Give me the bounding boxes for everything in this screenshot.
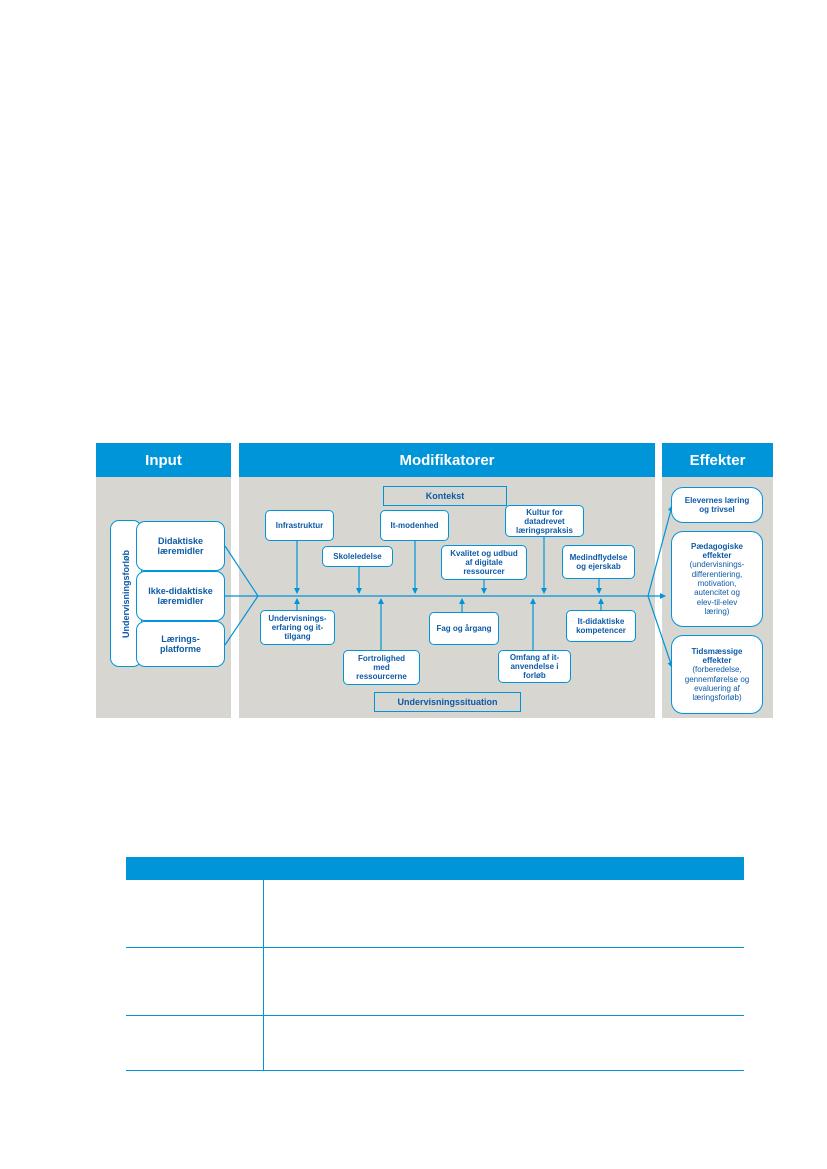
input-non-didactic: Ikke-didaktiske læremidler [136, 571, 225, 621]
input-group-label: Undervisningsforløb [121, 549, 131, 638]
modifier-it-modenhed: It-modenhed [380, 510, 449, 541]
modifier-kultur: Kultur for datadrevet læringspraksis [505, 505, 584, 537]
effect-learning-wellbeing: Elevernes læring og trivsel [671, 487, 763, 523]
table-row [126, 880, 744, 948]
modifier-omfang: Omfang af it- anvendelse i forløb [498, 650, 571, 683]
table-header-row [126, 857, 744, 880]
context-label: Kontekst [383, 486, 507, 506]
input-header: Input [96, 443, 231, 477]
table-row [126, 947, 744, 1016]
effect-pedagogical: Pædagogiske effekter (undervisnings- dif… [671, 531, 763, 627]
modifier-kvalitet: Kvalitet og udbud af digitale ressourcer [441, 545, 527, 580]
modifiers-header: Modifikatorer [239, 443, 655, 477]
effect-title: Pædagogiske effekter [690, 541, 743, 561]
effect-time: Tidsmæssige effekter (forberedelse, genn… [671, 635, 763, 714]
modifier-infrastruktur: Infrastruktur [265, 510, 334, 541]
modifier-undervisningserfaring: Undervisnings- erfaring og it- tilgang [260, 610, 335, 645]
situation-label: Undervisningssituation [374, 692, 521, 712]
modifier-medindflydelse: Medindflydelse og ejerskab [562, 545, 635, 579]
effect-title: Tidsmæssige effekter [691, 646, 743, 665]
modifier-fortrolighed: Fortrolighed med ressourcerne [343, 650, 420, 685]
effect-title: Elevernes læring og trivsel [684, 495, 750, 514]
modifier-it-didaktiske: It-didaktiske kompetencer [566, 610, 636, 642]
effect-detail: (undervisnings- differentiering, motivat… [689, 560, 745, 616]
input-didactic: Didaktiske læremidler [136, 521, 225, 571]
effects-header: Effekter [662, 443, 773, 477]
effect-detail: (forberedelse, gennemførelse og evalueri… [684, 665, 750, 703]
table-row [126, 1015, 744, 1071]
empty-table [126, 857, 744, 1071]
modifier-skoleledelse: Skoleledelse [322, 546, 393, 567]
modifier-fag-og-aargang: Fag og årgang [429, 612, 499, 645]
input-learning-platforms: Lærings- platforme [136, 621, 225, 667]
